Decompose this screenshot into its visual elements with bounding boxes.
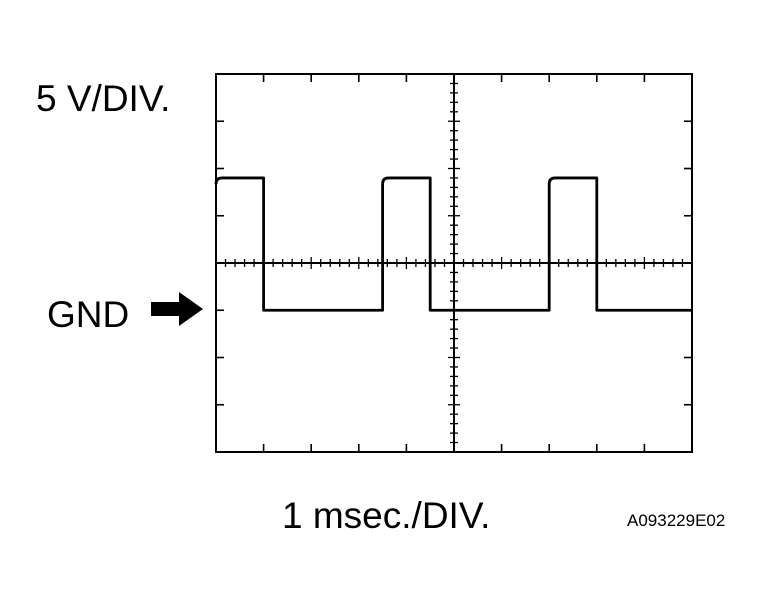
scope-graticule [216,74,692,452]
scope-frame [215,73,693,453]
figure-reference-code: A093229E02 [627,511,726,530]
voltage-scale-label: 5 V/DIV. [36,78,171,119]
arrow-right-icon [151,292,203,326]
ground-level-label: GND [47,294,130,335]
time-scale-label: 1 msec./DIV. [282,495,491,536]
signal-waveform [214,176,692,312]
